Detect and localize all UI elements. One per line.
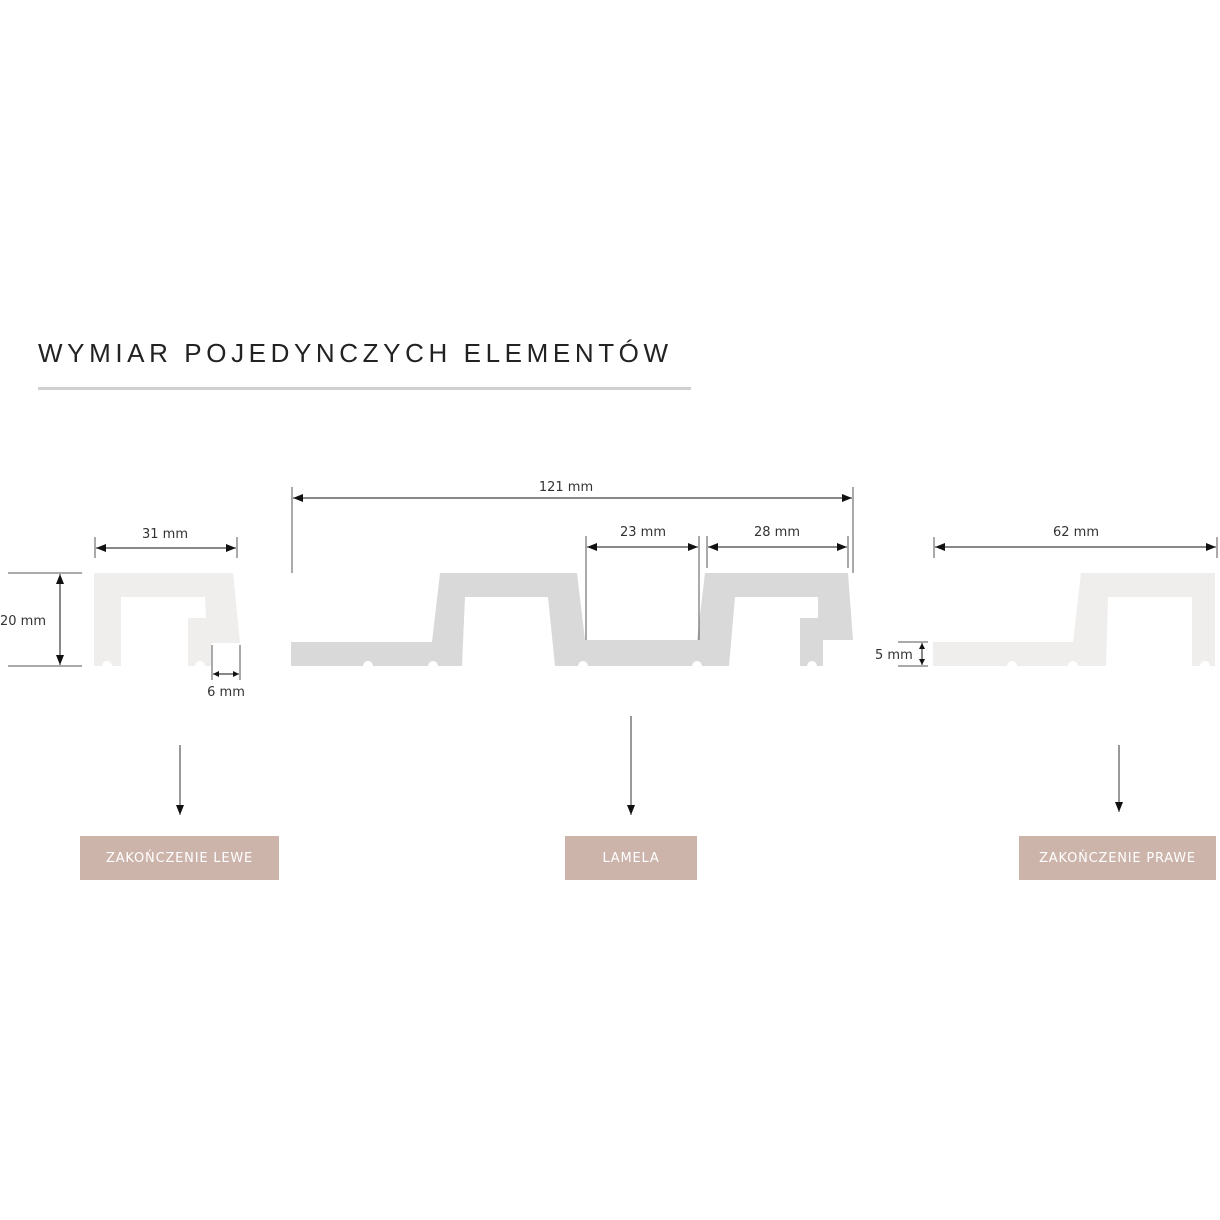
right-end-button[interactable]: ZAKOŃCZENIE PRAWE [1019,836,1216,880]
left-height-label: 20 mm [0,614,46,629]
lamela-total-label: 121 mm [539,480,593,495]
lamela-profile [291,573,853,671]
right-width-label: 62 mm [1053,525,1099,540]
left-end-profile [94,573,240,671]
left-width-label: 31 mm [142,527,188,542]
right-thickness-label: 5 mm [875,648,913,663]
left-notch-label: 6 mm [207,685,245,700]
lamela-gap-label: 23 mm [620,525,666,540]
left-end-button[interactable]: ZAKOŃCZENIE LEWE [80,836,279,880]
lamela-hump-label: 28 mm [754,525,800,540]
right-end-profile [933,573,1215,671]
section-title: WYMIAR POJEDYNCZYCH ELEMENTÓW [38,338,673,368]
lamela-button[interactable]: LAMELA [565,836,697,880]
title-underline [38,387,691,390]
